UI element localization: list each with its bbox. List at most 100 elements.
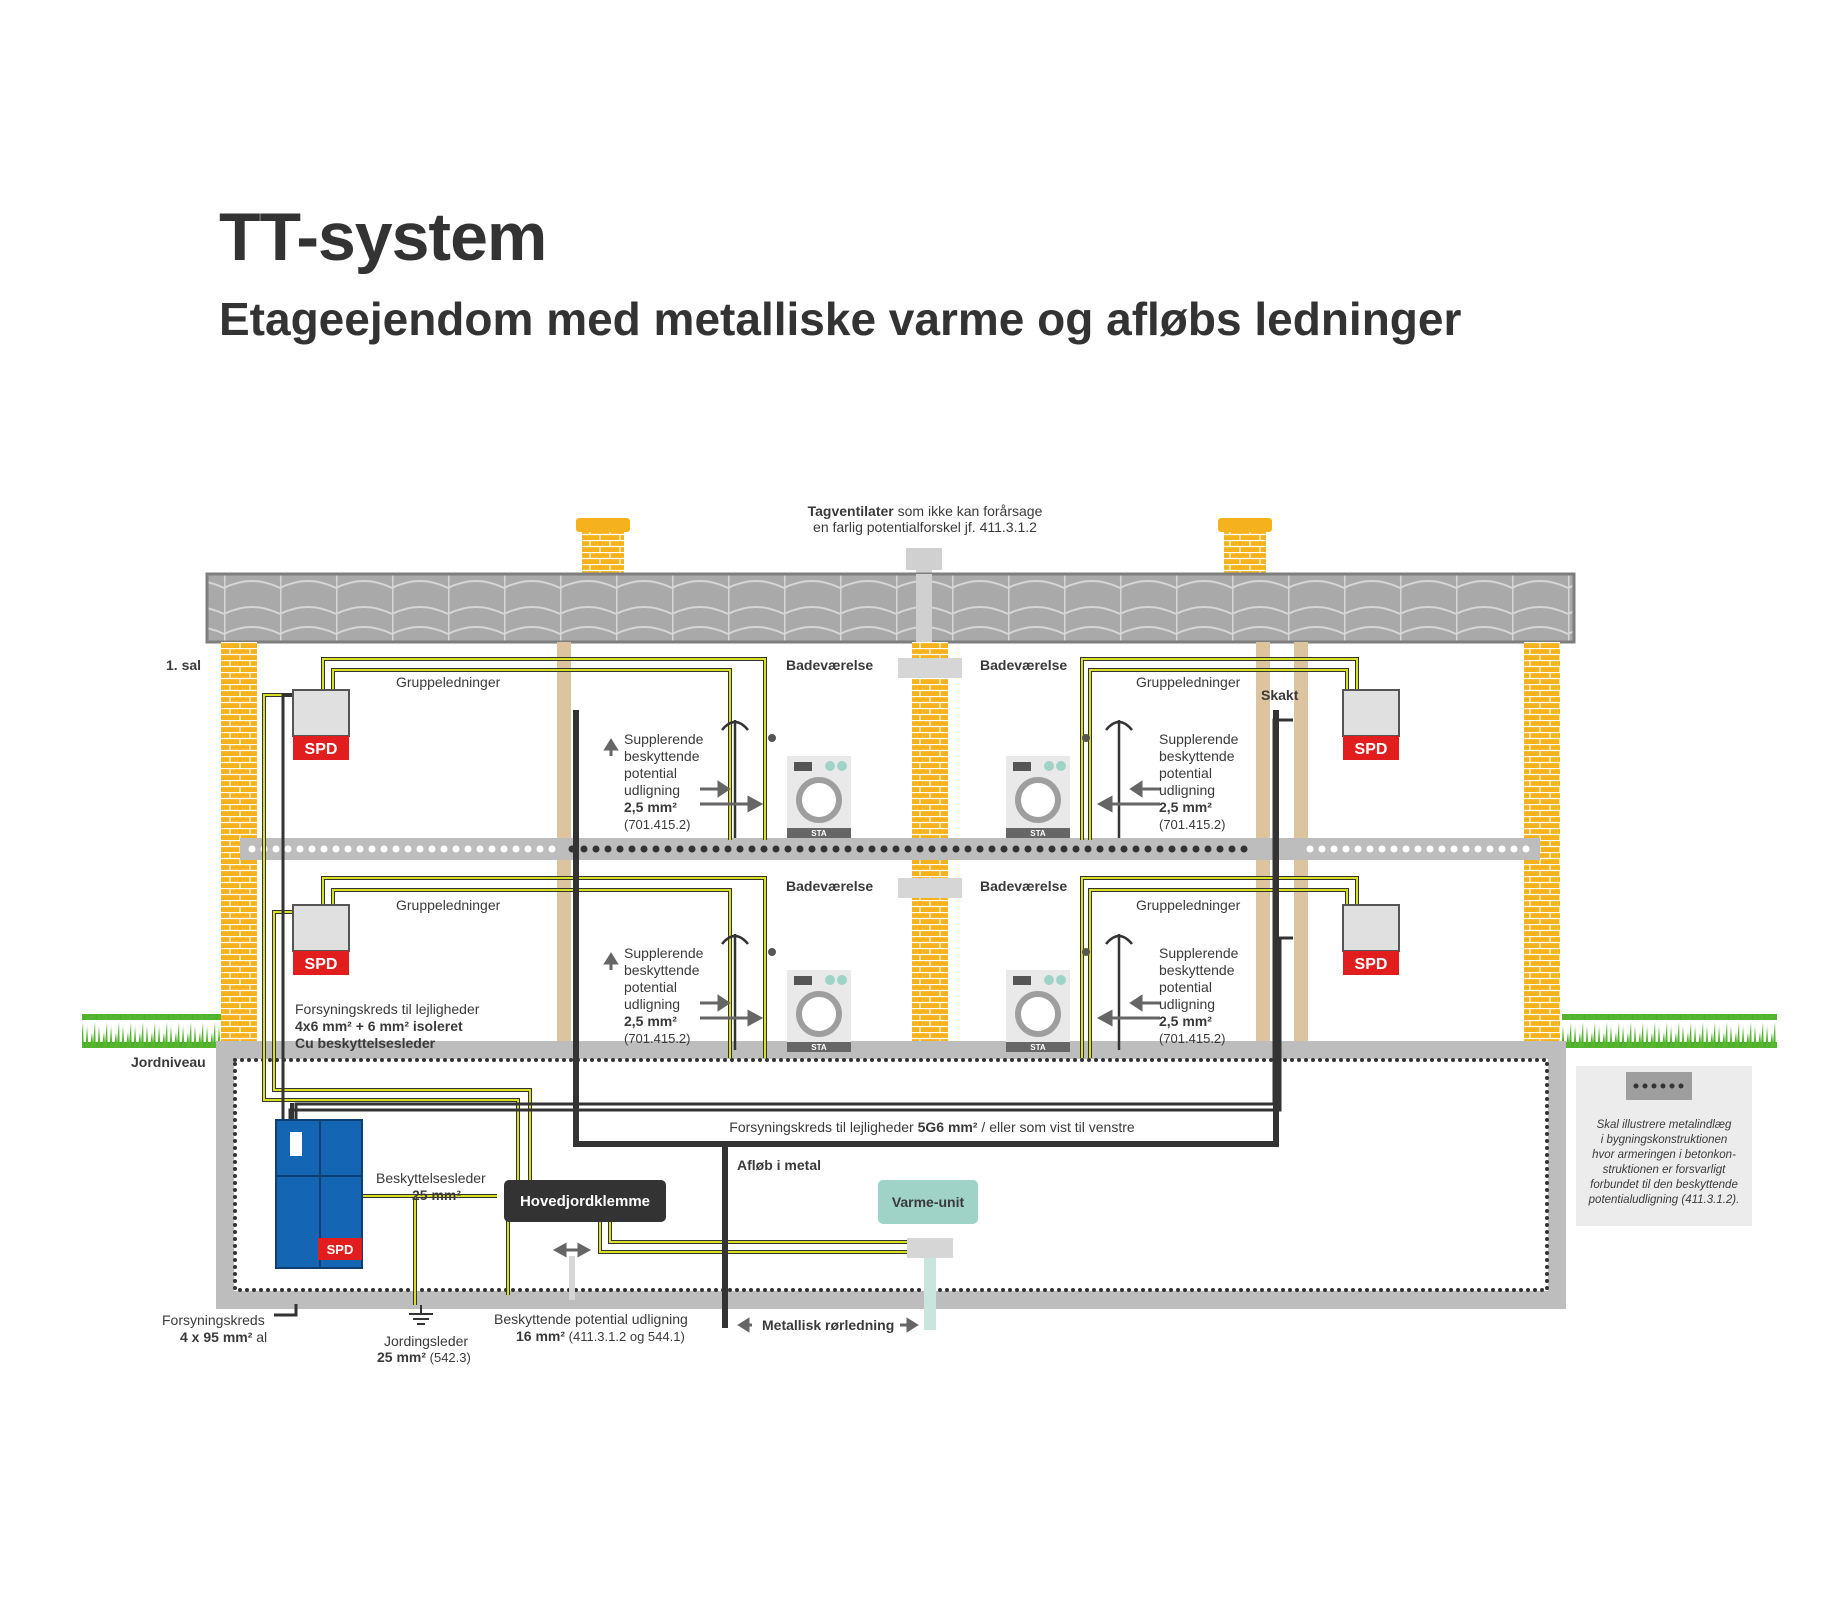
supplementary-ll: Supplerende beskyttende potential udlign… xyxy=(624,945,704,1046)
chimney-left xyxy=(576,518,630,574)
main-earth-label: Hovedjordklemme xyxy=(520,1193,650,1210)
svg-text:(701.415.2): (701.415.2) xyxy=(1159,817,1226,832)
svg-text:udligning: udligning xyxy=(624,782,680,798)
svg-text:potential: potential xyxy=(624,979,677,995)
washing-machine-upper-right xyxy=(1006,756,1070,838)
svg-text:potential: potential xyxy=(1159,979,1212,995)
spd-label-ur: SPD xyxy=(1355,741,1388,758)
svg-text:16 mm² (411.3.1.2 og 544.1): 16 mm² (411.3.1.2 og 544.1) xyxy=(516,1328,685,1344)
drain-label: Afløb i metal xyxy=(737,1157,821,1173)
shaft-label: Skakt xyxy=(1261,687,1299,703)
spd-label-lr: SPD xyxy=(1355,956,1388,973)
sta-label-ul: STA xyxy=(811,829,827,838)
grass-right xyxy=(1562,1014,1777,1048)
main-distribution-panel xyxy=(275,1119,363,1269)
sta-label-ll: STA xyxy=(811,1043,827,1052)
page-title: TT-system xyxy=(219,199,547,275)
svg-text:2,5 mm²: 2,5 mm² xyxy=(624,1013,677,1029)
bathroom-units xyxy=(721,720,1133,1050)
supplementary-ur: Supplerende beskyttende potential udlign… xyxy=(1159,731,1239,832)
bathroom-label-lr: Badeværelse xyxy=(980,878,1067,894)
heating-unit-label: Varme-unit xyxy=(892,1194,965,1210)
supply-apartments-label: Forsyningskreds til lejligheder 4x6 mm² … xyxy=(295,1001,480,1051)
washing-machine-lower-right xyxy=(1006,970,1070,1052)
washing-machine-lower-left xyxy=(787,970,851,1052)
sta-label-ur: STA xyxy=(1030,829,1046,838)
sta-label-lr: STA xyxy=(1030,1043,1046,1052)
svg-text:(701.415.2): (701.415.2) xyxy=(1159,1031,1226,1046)
ground-level-label: Jordniveau xyxy=(131,1054,206,1070)
svg-text:Supplerende: Supplerende xyxy=(624,731,704,747)
svg-text:(701.415.2): (701.415.2) xyxy=(624,1031,691,1046)
floor-label: 1. sal xyxy=(166,657,201,673)
svg-text:Supplerende: Supplerende xyxy=(624,945,704,961)
svg-text:udligning: udligning xyxy=(624,996,680,1012)
svg-text:2,5 mm²: 2,5 mm² xyxy=(1159,1013,1212,1029)
equipotential-label: Beskyttende potential udligning 16 mm² (… xyxy=(494,1311,688,1344)
svg-text:forbundet til den beskyttende: forbundet til den beskyttende xyxy=(1590,1179,1738,1191)
svg-text:potential: potential xyxy=(1159,765,1212,781)
svg-text:i bygningskonstruktionen: i bygningskonstruktionen xyxy=(1601,1134,1728,1146)
roof-note-line2: en farlig potentialforskel jf. 411.3.1.2 xyxy=(813,519,1037,535)
svg-text:beskyttende: beskyttende xyxy=(624,962,700,978)
svg-text:Skal illustrere metalindlæg: Skal illustrere metalindlæg xyxy=(1597,1119,1732,1131)
svg-text:25 mm² (542.3): 25 mm² (542.3) xyxy=(377,1349,471,1365)
page-subtitle: Etageejendom med metalliske varme og afl… xyxy=(219,293,1462,345)
washing-machine-upper-left xyxy=(787,756,851,838)
spd-label-panel: SPD xyxy=(327,1242,354,1257)
svg-text:struktionen er forsvarligt: struktionen er forsvarligt xyxy=(1603,1164,1727,1176)
svg-text:Beskyttende potential udlignin: Beskyttende potential udligning xyxy=(494,1311,688,1327)
earthing-conductor-label: Jordingsleder 25 mm² (542.3) xyxy=(377,1333,471,1365)
svg-text:(701.415.2): (701.415.2) xyxy=(624,817,691,832)
heating-unit xyxy=(878,1180,978,1224)
svg-text:hvor armeringen i betonkon-: hvor armeringen i betonkon- xyxy=(1592,1149,1736,1161)
bathroom-label-ur: Badeværelse xyxy=(980,657,1067,673)
svg-text:udligning: udligning xyxy=(1159,782,1215,798)
svg-text:2,5 mm²: 2,5 mm² xyxy=(624,799,677,815)
svg-text:Cu beskyttelsesleder: Cu beskyttelsesleder xyxy=(295,1035,436,1051)
supplementary-lr: Supplerende beskyttende potential udlign… xyxy=(1159,945,1239,1046)
spd-label-ul: SPD xyxy=(305,741,338,758)
roof xyxy=(205,572,1576,644)
basement-foundation xyxy=(216,1041,1566,1309)
svg-text:25 mm²: 25 mm² xyxy=(412,1187,461,1203)
spd-label-ll: SPD xyxy=(305,956,338,973)
spd-upper-left xyxy=(292,689,350,760)
heating-pipe xyxy=(907,1238,953,1330)
floor-slab xyxy=(240,838,1540,860)
svg-text:Supplerende: Supplerende xyxy=(1159,945,1239,961)
legend-note: Skal illustrere metalindlæg i bygningsko… xyxy=(1588,1119,1740,1206)
grass-left xyxy=(82,1014,222,1048)
svg-text:Jordingsleder: Jordingsleder xyxy=(384,1333,468,1349)
spd-lower-right xyxy=(1342,904,1400,975)
svg-text:beskyttende: beskyttende xyxy=(624,748,700,764)
legend-box xyxy=(1576,1066,1752,1226)
svg-text:2,5 mm²: 2,5 mm² xyxy=(1159,799,1212,815)
svg-text:potential: potential xyxy=(624,765,677,781)
earth-symbol xyxy=(409,1305,433,1325)
connection-points xyxy=(768,734,1090,956)
svg-text:udligning: udligning xyxy=(1159,996,1215,1012)
supply-main-label: Forsyningskreds 4 x 95 mm² al xyxy=(162,1312,267,1345)
drain-pipe xyxy=(573,710,1279,1147)
svg-text:potentialudligning (411.3.1.2): potentialudligning (411.3.1.2). xyxy=(1588,1194,1740,1206)
metal-pipe-label: Metallisk rørledning xyxy=(762,1317,894,1333)
group-lines-label-ur: Gruppeledninger xyxy=(1136,674,1241,690)
svg-text:4 x 95 mm² al: 4 x 95 mm² al xyxy=(180,1329,267,1345)
supply-apartments-basement-label: Forsyningskreds til lejligheder 5G6 mm² … xyxy=(729,1119,1135,1135)
svg-text:beskyttende: beskyttende xyxy=(1159,748,1235,764)
svg-text:4x6 mm² + 6 mm² isoleret: 4x6 mm² + 6 mm² isoleret xyxy=(295,1018,463,1034)
main-earth-terminal xyxy=(504,1180,666,1222)
svg-text:Forsyningskreds til lejlighede: Forsyningskreds til lejligheder xyxy=(295,1001,480,1017)
roof-note-line1: Tagventilater som ikke kan forårsage xyxy=(808,503,1043,519)
svg-text:Forsyningskreds: Forsyningskreds xyxy=(162,1312,265,1328)
bathroom-label-ll: Badeværelse xyxy=(786,878,873,894)
chimney-right xyxy=(1218,518,1272,574)
supplementary-ul: Supplerende beskyttende potential udlign… xyxy=(624,731,704,832)
protective-conductor-label: Beskyttelsesleder 25 mm² xyxy=(376,1170,486,1203)
svg-text:beskyttende: beskyttende xyxy=(1159,962,1235,978)
group-lines-label-ll: Gruppeledninger xyxy=(396,897,501,913)
group-lines-label-lr: Gruppeledninger xyxy=(1136,897,1241,913)
group-lines-label-ul: Gruppeledninger xyxy=(396,674,501,690)
